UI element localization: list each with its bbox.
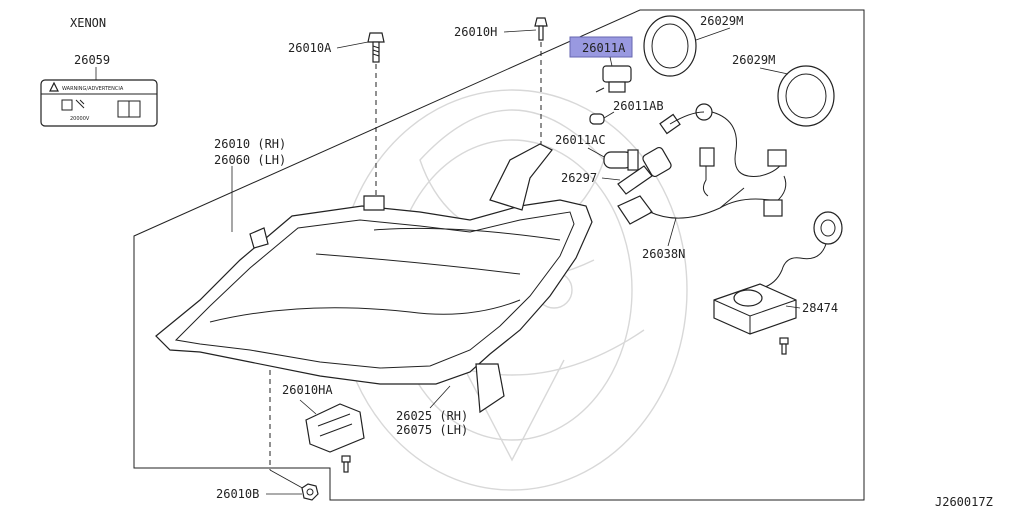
callout-bracket-lh[interactable]: 26075 (LH) [396, 423, 468, 437]
warning-voltage-text: 20000V [70, 116, 90, 122]
warning-label[interactable]: 26059 WARNING/ADVERTENCIA 20000V [40, 53, 158, 127]
callout-headlamp-rh[interactable]: 26010 (RH) [214, 137, 286, 151]
callout-cap-rear-1[interactable]: 26029M [700, 14, 743, 28]
bulb-26011a[interactable] [595, 65, 632, 93]
callout-harness[interactable]: 26038N [642, 247, 685, 261]
screw-26010h[interactable] [534, 17, 548, 41]
callout-bulb-main[interactable]: 26011A [582, 41, 626, 55]
callout-headlamp-lh[interactable]: 26060 (LH) [214, 153, 286, 167]
warning-triangle-icon [49, 81, 59, 92]
igniter[interactable] [761, 211, 843, 289]
callout-screw-top[interactable]: 26010H [454, 25, 497, 39]
warning-header-text: WARNING/ADVERTENCIA [62, 86, 124, 92]
callout-bracket-rh[interactable]: 26025 (RH) [396, 409, 468, 423]
callout-cap-rear-2[interactable]: 26029M [732, 53, 775, 67]
harness-26038n[interactable] [617, 103, 787, 225]
headlamp-housing[interactable] [155, 143, 593, 414]
xenon-bulb-26297[interactable] [617, 146, 673, 195]
callout-xenon-bulb[interactable]: 26297 [561, 171, 597, 185]
bulb-26011ac[interactable] [603, 149, 639, 171]
bolt-26010a[interactable] [367, 32, 385, 63]
screw-ballast[interactable] [779, 337, 789, 355]
callout-bulb-amber[interactable]: 26011AC [555, 133, 606, 147]
diagram-code: J260017Z [935, 495, 993, 509]
screw-bracket[interactable] [341, 455, 351, 473]
bracket-26010ha[interactable] [305, 403, 365, 453]
variant-label: XENON [70, 16, 106, 30]
bulb-26011ab[interactable] [589, 113, 605, 125]
nut-26010b[interactable] [301, 483, 319, 501]
callout-warning-label[interactable]: 26059 [74, 53, 110, 67]
cap-26029m-upper[interactable] [643, 15, 697, 77]
callout-highlight [569, 36, 633, 58]
cap-26029m-lower[interactable] [777, 65, 835, 127]
callout-bolt-top[interactable]: 26010A [288, 41, 332, 55]
book-icon [117, 100, 141, 118]
ballast-28474[interactable] [713, 283, 797, 335]
callout-bracket-ha[interactable]: 26010HA [282, 383, 333, 397]
callout-nut-bottom[interactable]: 26010B [216, 487, 259, 501]
callout-ballast[interactable]: 28474 [802, 301, 838, 315]
callout-bulb-small[interactable]: 26011AB [613, 99, 664, 113]
hand-voltage-icon [61, 99, 85, 111]
assembly-boundary [133, 9, 865, 501]
